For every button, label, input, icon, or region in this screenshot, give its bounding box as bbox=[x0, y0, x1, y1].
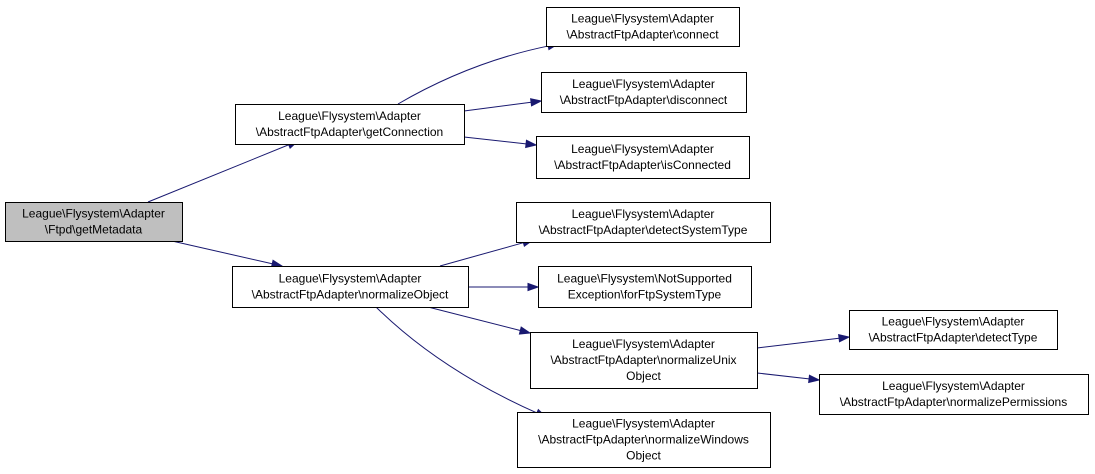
node-box bbox=[546, 7, 740, 47]
node-normalizePermissions[interactable]: League\Flysystem\Adapter \AbstractFtpAdap… bbox=[819, 374, 1089, 415]
node-label-line: \AbstractFtpAdapter\connect bbox=[566, 28, 719, 42]
edge-line bbox=[375, 306, 538, 414]
node-normalizeWindowsObject[interactable]: League\Flysystem\Adapter \AbstractFtpAdap… bbox=[517, 412, 771, 468]
edge-ftpd_getMetadata-to-getConnection bbox=[147, 140, 300, 203]
node-label-line: League\Flysystem\Adapter bbox=[279, 272, 422, 286]
arrowhead-icon bbox=[525, 139, 538, 149]
node-label-line: League\Flysystem\Adapter bbox=[882, 315, 1025, 329]
node-box bbox=[536, 136, 750, 179]
edge-normalizeObject-to-forFtpSystemType bbox=[468, 282, 540, 292]
edge-line bbox=[439, 241, 525, 267]
edge-getConnection-to-connect bbox=[397, 41, 560, 105]
edges-layer bbox=[147, 41, 851, 418]
edge-line bbox=[463, 136, 528, 145]
node-detectSystemType[interactable]: League\Flysystem\Adapter \AbstractFtpAdap… bbox=[516, 202, 771, 243]
edge-getConnection-to-isConnected bbox=[463, 136, 538, 149]
node-label-line: \AbstractFtpAdapter\normalizeUnix bbox=[550, 353, 736, 367]
arrowhead-icon bbox=[530, 98, 543, 107]
node-forFtpSystemType[interactable]: League\Flysystem\NotSupportedException\f… bbox=[538, 266, 752, 308]
node-label-line: League\Flysystem\NotSupported bbox=[557, 272, 732, 286]
edge-normalizeObject-to-normalizeUnixObject bbox=[427, 306, 532, 335]
node-label-line: \AbstractFtpAdapter\detectSystemType bbox=[539, 223, 748, 237]
node-box bbox=[541, 72, 747, 113]
edge-line bbox=[756, 372, 811, 380]
node-box bbox=[530, 332, 758, 389]
node-box bbox=[538, 266, 752, 308]
node-label-line: \AbstractFtpAdapter\normalizePermissions bbox=[840, 395, 1067, 409]
node-label-line: \AbstractFtpAdapter\isConnected bbox=[554, 158, 731, 172]
nodes-layer: League\Flysystem\Adapter \Ftpd\getMetadat… bbox=[5, 7, 1089, 468]
edge-line bbox=[171, 240, 274, 265]
arrowhead-icon bbox=[518, 326, 532, 335]
node-disconnect[interactable]: League\Flysystem\Adapter \AbstractFtpAdap… bbox=[541, 72, 747, 113]
node-box bbox=[232, 266, 469, 308]
node-label-line: League\Flysystem\Adapter bbox=[572, 417, 715, 431]
node-label-line: League\Flysystem\Adapter bbox=[572, 207, 715, 221]
node-isConnected[interactable]: League\Flysystem\Adapter \AbstractFtpAdap… bbox=[536, 136, 750, 179]
node-label-line: \Ftpd\getMetadata bbox=[45, 223, 143, 237]
edge-ftpd_getMetadata-to-normalizeObject bbox=[171, 240, 284, 268]
edge-line bbox=[756, 337, 841, 349]
edge-line bbox=[463, 101, 533, 112]
edge-line bbox=[397, 45, 550, 105]
edge-normalizeUnixObject-to-normalizePermissions bbox=[756, 372, 821, 384]
node-normalizeObject[interactable]: League\Flysystem\Adapter \AbstractFtpAdap… bbox=[232, 266, 469, 308]
node-box bbox=[517, 412, 771, 468]
node-box bbox=[235, 104, 465, 145]
node-connect[interactable]: League\Flysystem\Adapter \AbstractFtpAdap… bbox=[546, 7, 740, 47]
edge-normalizeObject-to-normalizeWindowsObject bbox=[375, 306, 548, 418]
edge-getConnection-to-disconnect bbox=[463, 98, 543, 112]
node-label-line: \AbstractFtpAdapter\disconnect bbox=[560, 93, 728, 107]
arrowhead-icon bbox=[838, 333, 851, 343]
node-label-line: Object bbox=[626, 369, 661, 383]
edge-line bbox=[427, 306, 522, 332]
arrowhead-icon bbox=[808, 374, 821, 384]
edge-normalizeUnixObject-to-detectType bbox=[756, 333, 851, 349]
node-detectType[interactable]: League\Flysystem\Adapter \AbstractFtpAdap… bbox=[849, 310, 1058, 350]
node-getConnection[interactable]: League\Flysystem\Adapter \AbstractFtpAdap… bbox=[235, 104, 465, 145]
node-label-line: \AbstractFtpAdapter\detectType bbox=[869, 331, 1038, 345]
node-label-line: League\Flysystem\Adapter bbox=[571, 142, 714, 156]
node-box bbox=[5, 202, 183, 242]
node-normalizeUnixObject[interactable]: League\Flysystem\Adapter \AbstractFtpAdap… bbox=[530, 332, 758, 389]
node-label-line: League\Flysystem\Adapter bbox=[22, 207, 165, 221]
node-ftpd_getMetadata[interactable]: League\Flysystem\Adapter \Ftpd\getMetadat… bbox=[5, 202, 183, 242]
node-box bbox=[819, 374, 1089, 415]
node-label-line: League\Flysystem\Adapter bbox=[572, 77, 715, 91]
node-label-line: League\Flysystem\Adapter bbox=[572, 337, 715, 351]
node-label-line: \AbstractFtpAdapter\getConnection bbox=[256, 125, 443, 139]
node-label-line: Exception\forFtpSystemType bbox=[568, 288, 722, 302]
node-label-line: Object bbox=[626, 449, 661, 463]
edge-line bbox=[147, 143, 290, 203]
edge-normalizeObject-to-detectSystemType bbox=[439, 238, 535, 267]
node-label-line: \AbstractFtpAdapter\normalizeWindows bbox=[538, 433, 749, 447]
arrowhead-icon bbox=[527, 282, 540, 292]
node-label-line: League\Flysystem\Adapter bbox=[571, 12, 714, 26]
node-label-line: League\Flysystem\Adapter bbox=[278, 109, 421, 123]
node-label-line: \AbstractFtpAdapter\normalizeObject bbox=[252, 288, 449, 302]
node-label-line: League\Flysystem\Adapter bbox=[882, 379, 1025, 393]
node-box bbox=[516, 202, 771, 243]
node-box bbox=[849, 310, 1058, 350]
